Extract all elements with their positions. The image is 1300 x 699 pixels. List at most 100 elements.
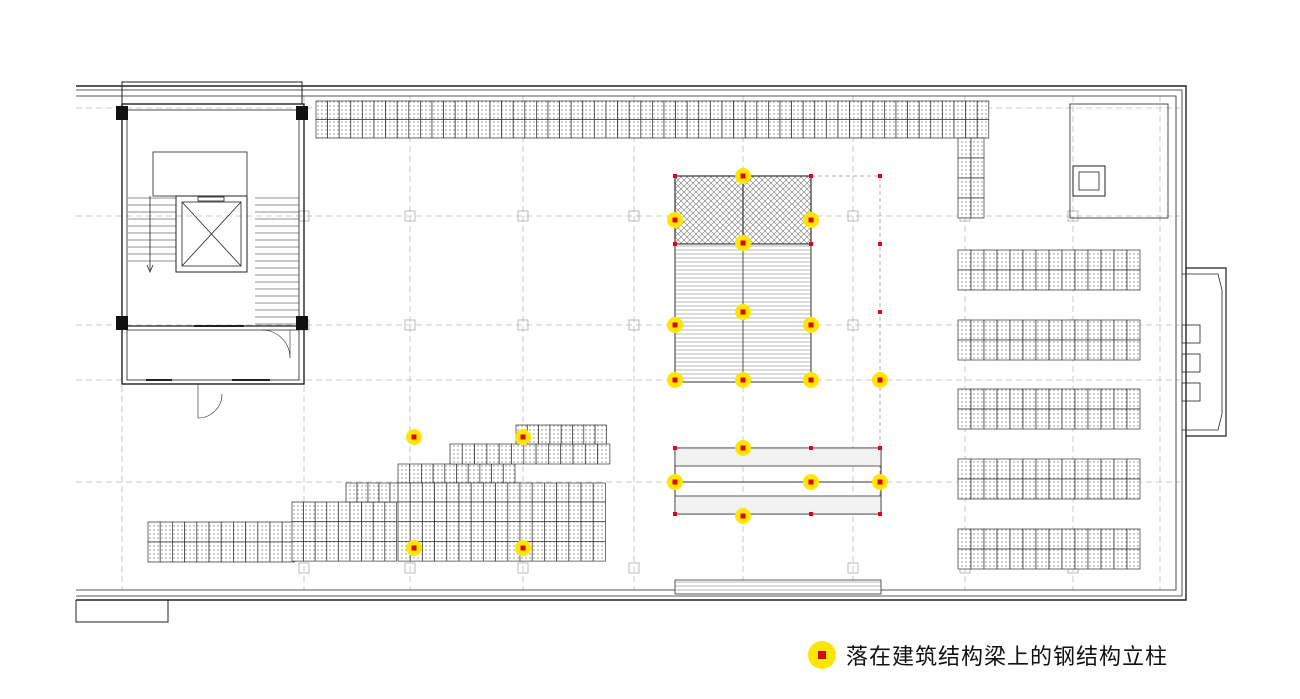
solar-panel <box>594 100 607 120</box>
solar-panel <box>547 100 560 120</box>
solar-panel <box>478 119 491 139</box>
solar-panel <box>408 119 421 139</box>
steel-column-core <box>411 545 417 551</box>
legend: 落在建筑结构梁上的钢结构立柱 <box>808 637 1168 673</box>
solar-panel <box>1009 528 1024 550</box>
solar-panel <box>957 197 972 219</box>
solar-panel <box>495 482 509 503</box>
solar-panel <box>184 521 198 543</box>
solar-panel <box>1074 319 1089 341</box>
solar-panel <box>474 443 488 465</box>
solar-panel <box>314 501 328 523</box>
solar-panel <box>1035 458 1050 480</box>
solar-panel <box>597 443 611 465</box>
solar-panel <box>970 137 985 159</box>
steel-column-marker-icon <box>808 641 836 669</box>
solar-panel <box>483 541 496 562</box>
solar-panel <box>172 541 185 563</box>
solar-panel <box>349 541 362 562</box>
steel-column-core <box>808 377 814 383</box>
solar-panel <box>996 548 1011 570</box>
solar-panel <box>605 100 618 120</box>
solar-panel <box>303 541 316 562</box>
solar-panel <box>1061 408 1076 430</box>
solar-panel <box>327 119 340 139</box>
solar-panel <box>970 177 985 199</box>
solar-panel <box>1009 478 1024 500</box>
solar-panel <box>663 119 676 139</box>
solar-panel <box>1035 339 1050 361</box>
solar-panel <box>498 443 512 465</box>
solar-panel <box>756 100 769 120</box>
anchor-point <box>878 512 882 516</box>
solar-panel <box>362 119 375 139</box>
solar-panel <box>1126 319 1141 341</box>
solar-panel <box>1074 339 1089 361</box>
solar-panel <box>957 319 972 341</box>
steel-column-core <box>740 445 746 451</box>
solar-panel <box>397 482 411 503</box>
solar-panel <box>721 100 734 120</box>
solar-panel <box>372 521 386 542</box>
steel-column-core <box>672 377 678 383</box>
solar-panel <box>930 119 943 139</box>
solar-panel <box>559 100 572 120</box>
solar-panel <box>976 100 990 120</box>
solar-panel <box>826 119 839 139</box>
solar-panel <box>512 100 526 120</box>
solar-panel <box>884 100 897 120</box>
solar-panel <box>605 119 618 139</box>
solar-panel <box>1022 548 1037 570</box>
solar-panel <box>556 521 570 542</box>
solar-panel <box>470 482 484 503</box>
solar-panel <box>849 100 862 120</box>
solar-panel <box>640 100 653 120</box>
solar-panel <box>779 100 792 120</box>
solar-panel <box>1035 478 1050 500</box>
solar-panel <box>957 157 972 179</box>
anchor-point <box>809 174 813 178</box>
solar-panel <box>220 541 234 563</box>
solar-panel <box>507 482 521 503</box>
solar-panel <box>1087 408 1102 430</box>
solar-panel <box>373 119 386 139</box>
solar-panel <box>1074 528 1089 550</box>
solar-panel <box>536 119 549 139</box>
solar-panel <box>942 119 955 139</box>
solar-panel <box>1074 249 1089 271</box>
solar-panel <box>466 119 479 139</box>
solar-panel <box>1100 528 1115 550</box>
solar-panel <box>291 501 304 523</box>
solar-panel <box>942 100 955 120</box>
anchor-point <box>673 242 677 246</box>
solar-panel <box>970 388 985 410</box>
solar-panel <box>1113 339 1128 361</box>
steel-column-core <box>877 377 883 383</box>
solar-panel <box>1009 548 1024 570</box>
solar-panel <box>549 424 562 445</box>
solar-panel <box>1061 249 1076 271</box>
solar-panel <box>483 501 496 523</box>
solar-panel <box>617 100 630 120</box>
solar-panel <box>895 119 908 139</box>
solar-panel <box>1022 478 1037 500</box>
solar-panel <box>1100 249 1115 271</box>
steel-column-core <box>411 434 417 440</box>
solar-panel <box>1022 388 1037 410</box>
solar-panel <box>489 100 502 120</box>
solar-panel <box>930 100 943 120</box>
solar-panel <box>592 541 606 562</box>
solar-panel <box>495 521 509 542</box>
solar-panel <box>953 119 966 139</box>
solar-panel <box>582 119 595 139</box>
solar-panel <box>507 501 521 523</box>
solar-panel <box>996 478 1011 500</box>
solar-panel <box>983 458 998 480</box>
solar-panel <box>1087 458 1102 480</box>
solar-panel <box>1074 548 1089 570</box>
solar-panel <box>1074 269 1089 291</box>
solar-panel <box>996 458 1011 480</box>
solar-panel <box>1061 388 1076 410</box>
steel-column-core <box>740 513 746 519</box>
solar-panel <box>970 249 985 271</box>
